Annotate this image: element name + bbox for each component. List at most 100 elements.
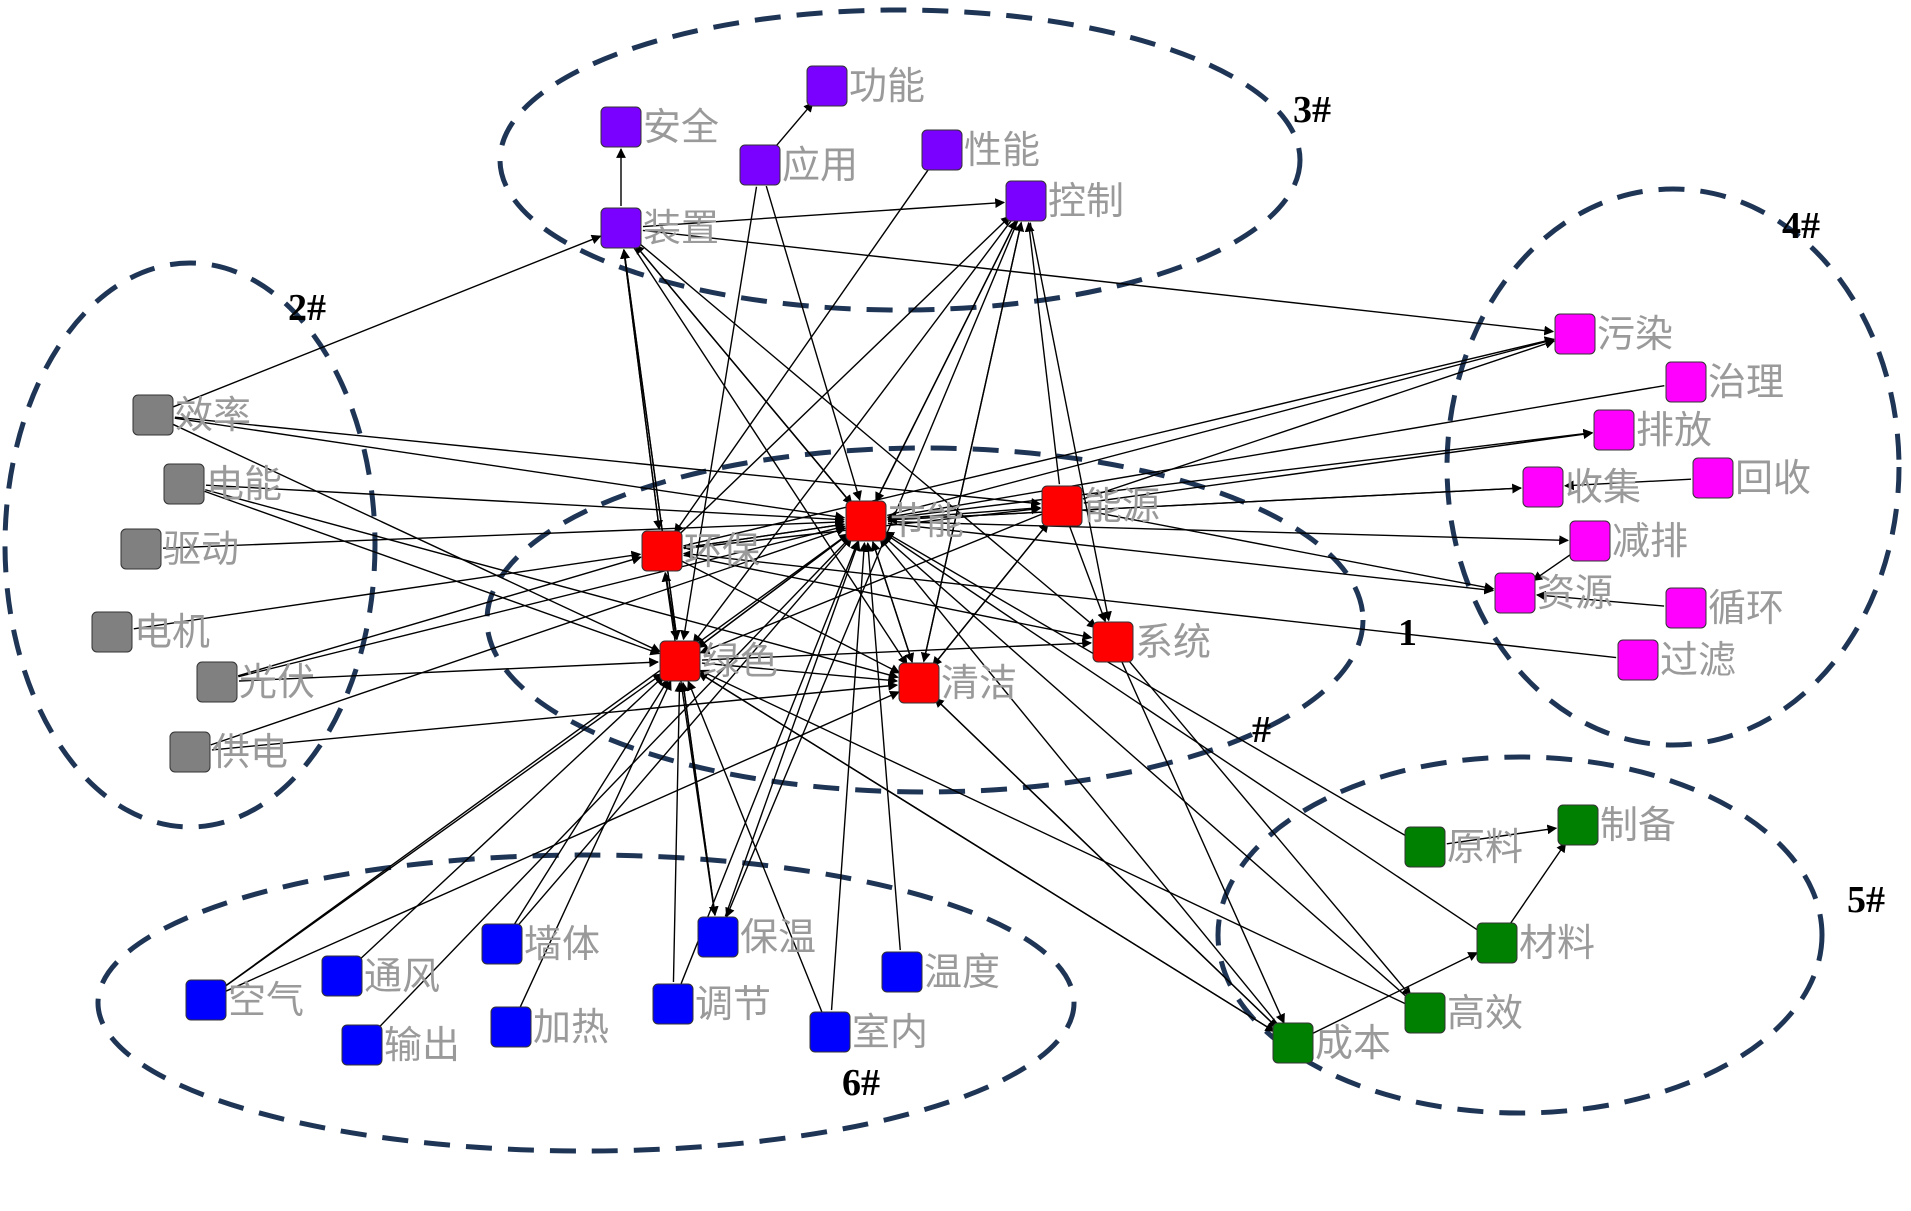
- node-marker-ziyuan[interactable]: [1494, 572, 1536, 614]
- node-dianji[interactable]: 电机: [91, 610, 210, 654]
- node-wendu[interactable]: 温度: [881, 950, 1000, 994]
- node-marker-qudong[interactable]: [120, 528, 162, 570]
- node-wuran[interactable]: 污染: [1554, 312, 1673, 356]
- edge-tongfeng-lvse: [357, 675, 665, 962]
- node-marker-zhibei[interactable]: [1557, 804, 1599, 846]
- node-yingyong[interactable]: 应用: [739, 143, 858, 187]
- node-guolv[interactable]: 过滤: [1617, 638, 1736, 682]
- node-huanbao[interactable]: 环保: [641, 529, 760, 573]
- node-marker-huanbao[interactable]: [641, 530, 683, 572]
- node-marker-qiangti[interactable]: [481, 923, 523, 965]
- node-zhili[interactable]: 治理: [1665, 360, 1784, 404]
- edge-nengyuan-paifang: [1083, 429, 1594, 504]
- node-label-paifang: 排放: [1636, 408, 1712, 452]
- node-marker-xingneng[interactable]: [921, 129, 963, 171]
- node-jianpai[interactable]: 减排: [1569, 519, 1688, 563]
- node-gongdian[interactable]: 供电: [169, 730, 288, 774]
- edge-huanbao-wuran: [683, 336, 1555, 547]
- edge-gongdian-qingjie: [211, 681, 899, 751]
- node-marker-shinei[interactable]: [809, 1011, 851, 1053]
- node-marker-zhili[interactable]: [1665, 361, 1707, 403]
- node-label-zhili: 治理: [1708, 360, 1784, 404]
- node-marker-chengben[interactable]: [1272, 1022, 1314, 1064]
- node-marker-shouji[interactable]: [1522, 466, 1564, 508]
- node-xingneng[interactable]: 性能: [921, 128, 1040, 172]
- node-yuanliao[interactable]: 原料: [1404, 825, 1523, 869]
- node-qingjie[interactable]: 清洁: [898, 661, 1017, 705]
- node-marker-guangfu[interactable]: [196, 661, 238, 703]
- node-kongzhi[interactable]: 控制: [1005, 179, 1124, 223]
- edge-zhili-jieneng: [886, 384, 1665, 521]
- node-tongfeng[interactable]: 通风: [321, 954, 440, 998]
- node-label-chengben: 成本: [1315, 1021, 1391, 1065]
- node-marker-zhuangzhi[interactable]: [600, 207, 642, 249]
- node-lvse[interactable]: 绿色: [659, 639, 778, 683]
- node-marker-nengyuan[interactable]: [1041, 485, 1083, 527]
- node-guangfu[interactable]: 光伏: [196, 660, 315, 704]
- node-marker-qingjie[interactable]: [898, 662, 940, 704]
- node-nengyuan[interactable]: 能源: [1041, 484, 1160, 528]
- node-marker-jiare[interactable]: [490, 1006, 532, 1048]
- node-zhuangzhi[interactable]: 装置: [600, 206, 719, 250]
- node-zhibei[interactable]: 制备: [1557, 803, 1676, 847]
- edge-gaoxiao-jieneng: [881, 534, 1409, 999]
- node-marker-lvse[interactable]: [659, 640, 701, 682]
- node-marker-jieneng[interactable]: [845, 500, 887, 542]
- node-dianneng[interactable]: 电能: [163, 462, 282, 506]
- node-marker-wuran[interactable]: [1554, 313, 1596, 355]
- node-marker-baowen[interactable]: [697, 916, 739, 958]
- node-shuchu[interactable]: 输出: [341, 1023, 460, 1067]
- node-marker-jianpai[interactable]: [1569, 520, 1611, 562]
- edge-jiare-lvse: [519, 680, 672, 1008]
- node-label-dianji: 电机: [134, 610, 210, 654]
- node-ziyuan[interactable]: 资源: [1494, 571, 1613, 615]
- node-marker-dianneng[interactable]: [163, 463, 205, 505]
- node-gongneng[interactable]: 功能: [806, 64, 925, 108]
- node-xunhuan[interactable]: 循环: [1665, 586, 1784, 630]
- node-marker-paifang[interactable]: [1593, 409, 1635, 451]
- node-qiangti[interactable]: 墙体: [481, 922, 600, 966]
- node-marker-cailiao[interactable]: [1476, 922, 1518, 964]
- node-marker-gongneng[interactable]: [806, 65, 848, 107]
- edge-guangfu-jieneng: [238, 523, 846, 678]
- node-cailiao[interactable]: 材料: [1476, 921, 1595, 965]
- node-marker-xitong[interactable]: [1092, 621, 1134, 663]
- node-shouji[interactable]: 收集: [1522, 465, 1641, 509]
- edge-kongzhi-qingjie: [920, 222, 1022, 663]
- node-baowen[interactable]: 保温: [697, 915, 816, 959]
- node-marker-gongdian[interactable]: [169, 731, 211, 773]
- node-label-qudong: 驱动: [163, 527, 239, 571]
- node-xitong[interactable]: 系统: [1092, 620, 1211, 664]
- node-shinei[interactable]: 室内: [809, 1010, 928, 1054]
- node-xiaolv[interactable]: 效率: [132, 393, 251, 437]
- node-marker-xiaolv[interactable]: [132, 394, 174, 436]
- node-paifang[interactable]: 排放: [1593, 408, 1712, 452]
- node-kongqi[interactable]: 空气: [185, 978, 304, 1022]
- node-tiaojie[interactable]: 调节: [652, 982, 771, 1026]
- node-huishou[interactable]: 回收: [1692, 456, 1811, 500]
- node-marker-anquan[interactable]: [600, 106, 642, 148]
- node-marker-gaoxiao[interactable]: [1404, 992, 1446, 1034]
- node-marker-tiaojie[interactable]: [652, 983, 694, 1025]
- node-marker-tongfeng[interactable]: [321, 955, 363, 997]
- node-marker-xunhuan[interactable]: [1665, 587, 1707, 629]
- node-marker-dianji[interactable]: [91, 611, 133, 653]
- node-marker-kongzhi[interactable]: [1005, 180, 1047, 222]
- edge-qingjie-nengyuan: [932, 522, 1049, 667]
- node-jieneng[interactable]: 节能: [845, 499, 964, 543]
- node-label-shouji: 收集: [1565, 465, 1641, 509]
- node-marker-guolv[interactable]: [1617, 639, 1659, 681]
- node-marker-shuchu[interactable]: [341, 1024, 383, 1066]
- node-qudong[interactable]: 驱动: [120, 527, 239, 571]
- node-marker-yingyong[interactable]: [739, 144, 781, 186]
- node-marker-huishou[interactable]: [1692, 457, 1734, 499]
- node-marker-wendu[interactable]: [881, 951, 923, 993]
- node-gaoxiao[interactable]: 高效: [1404, 991, 1523, 1035]
- cluster-boundary-6: [95, 852, 1077, 1154]
- node-marker-kongqi[interactable]: [185, 979, 227, 1021]
- node-jiare[interactable]: 加热: [490, 1005, 609, 1049]
- cluster-boundary-4: [1444, 186, 1902, 748]
- node-anquan[interactable]: 安全: [600, 105, 719, 149]
- node-chengben[interactable]: 成本: [1272, 1021, 1391, 1065]
- node-marker-yuanliao[interactable]: [1404, 826, 1446, 868]
